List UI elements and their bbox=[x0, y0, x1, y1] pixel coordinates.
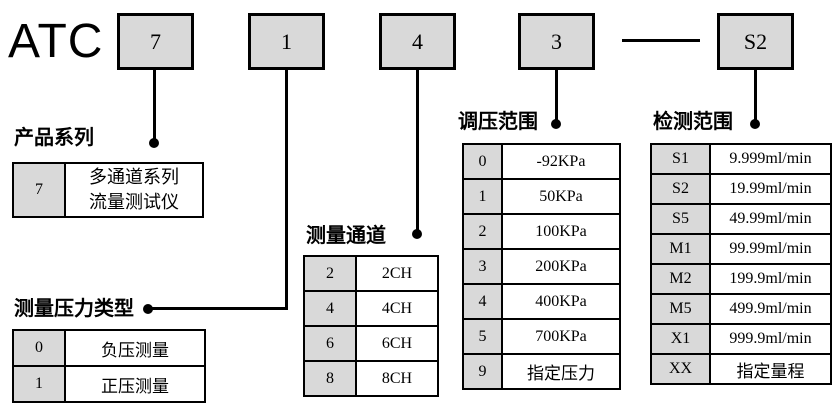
table-row: 4 400KPa bbox=[462, 283, 621, 320]
desc-cell: 499.9ml/min bbox=[709, 293, 832, 325]
desc-cell: 多通道系列 流量测试仪 bbox=[64, 162, 204, 218]
code-box-series: 7 bbox=[117, 13, 194, 70]
table-row: 5 700KPa bbox=[462, 318, 621, 355]
desc-cell: 199.9ml/min bbox=[709, 263, 832, 295]
desc-cell: 400KPa bbox=[501, 283, 621, 320]
desc-cell: 99.99ml/min bbox=[709, 233, 832, 265]
table-row: 9 指定压力 bbox=[462, 353, 621, 390]
connector-dot-channels bbox=[412, 229, 422, 239]
desc-cell: 负压测量 bbox=[64, 329, 206, 367]
code-box-detect-range: S2 bbox=[717, 13, 794, 70]
code-cell: 1 bbox=[462, 178, 503, 215]
table-row: 1 正压测量 bbox=[12, 365, 206, 403]
desc-cell: 指定量程 bbox=[709, 353, 832, 385]
table-row: 6 6CH bbox=[303, 325, 439, 362]
code-cell: 3 bbox=[462, 248, 503, 285]
code-cell: M2 bbox=[650, 263, 711, 295]
table-row: 8 8CH bbox=[303, 360, 439, 397]
desc-cell: 正压测量 bbox=[64, 365, 206, 403]
code-cell: 0 bbox=[462, 143, 503, 180]
connector-dot-series bbox=[149, 138, 159, 148]
table-row: S2 19.99ml/min bbox=[650, 173, 832, 205]
desc-cell: 4CH bbox=[355, 290, 439, 327]
desc-cell: -92KPa bbox=[501, 143, 621, 180]
section-title-product-series: 产品系列 bbox=[14, 125, 94, 149]
code-cell: S1 bbox=[650, 143, 711, 175]
section-title-pressure-range: 调压范围 bbox=[458, 109, 538, 133]
code-cell: S2 bbox=[650, 173, 711, 205]
table-row: 0 -92KPa bbox=[462, 143, 621, 180]
brand-text: ATC bbox=[8, 15, 104, 68]
code-box-channels: 4 bbox=[379, 13, 456, 70]
pressure-range-table: 0 -92KPa 1 50KPa 2 100KPa 3 200KPa 4 400… bbox=[462, 143, 621, 390]
desc-cell: 999.9ml/min bbox=[709, 323, 832, 355]
table-row: 3 200KPa bbox=[462, 248, 621, 285]
desc-cell: 700KPa bbox=[501, 318, 621, 355]
channels-table: 2 2CH 4 4CH 6 6CH 8 8CH bbox=[303, 255, 439, 397]
code-cell: 4 bbox=[462, 283, 503, 320]
connector-line-pressure-type-v bbox=[285, 70, 288, 310]
desc-cell: 49.99ml/min bbox=[709, 203, 832, 235]
code-box-pressure-type: 1 bbox=[248, 13, 325, 70]
code-cell: S5 bbox=[650, 203, 711, 235]
code-cell: 7 bbox=[12, 162, 66, 218]
code-cell: M5 bbox=[650, 293, 711, 325]
section-title-channels: 测量通道 bbox=[306, 223, 386, 247]
desc-cell: 9.999ml/min bbox=[709, 143, 832, 175]
code-cell: 9 bbox=[462, 353, 503, 390]
connector-line-pressure-type-h bbox=[148, 307, 288, 310]
desc-cell: 2CH bbox=[355, 255, 439, 292]
code-cell: 5 bbox=[462, 318, 503, 355]
detect-range-table: S1 9.999ml/min S2 19.99ml/min S5 49.99ml… bbox=[650, 143, 832, 385]
section-title-pressure-type: 测量压力类型 bbox=[14, 296, 134, 320]
connector-dot-pressure-type bbox=[143, 304, 153, 314]
table-row: 7 多通道系列 流量测试仪 bbox=[12, 162, 204, 218]
desc-cell: 50KPa bbox=[501, 178, 621, 215]
table-row: M5 499.9ml/min bbox=[650, 293, 832, 325]
code-cell: M1 bbox=[650, 233, 711, 265]
code-cell: 2 bbox=[303, 255, 357, 292]
table-row: 1 50KPa bbox=[462, 178, 621, 215]
connector-line-detect-range bbox=[754, 70, 757, 121]
desc-cell: 100KPa bbox=[501, 213, 621, 250]
code-cell: XX bbox=[650, 353, 711, 385]
desc-cell: 19.99ml/min bbox=[709, 173, 832, 205]
table-row: S1 9.999ml/min bbox=[650, 143, 832, 175]
table-row: XX 指定量程 bbox=[650, 353, 832, 385]
table-row: 0 负压测量 bbox=[12, 329, 206, 367]
desc-cell: 指定压力 bbox=[501, 353, 621, 390]
code-cell: X1 bbox=[650, 323, 711, 355]
desc-cell: 8CH bbox=[355, 360, 439, 397]
product-series-table: 7 多通道系列 流量测试仪 bbox=[12, 162, 204, 218]
code-box-pressure-range: 3 bbox=[518, 13, 595, 70]
table-row: 2 2CH bbox=[303, 255, 439, 292]
connector-line-pressure-range bbox=[555, 70, 558, 121]
table-row: M1 99.99ml/min bbox=[650, 233, 832, 265]
code-cell: 0 bbox=[12, 329, 66, 367]
table-row: M2 199.9ml/min bbox=[650, 263, 832, 295]
desc-cell: 200KPa bbox=[501, 248, 621, 285]
code-cell: 8 bbox=[303, 360, 357, 397]
table-row: 4 4CH bbox=[303, 290, 439, 327]
table-row: 2 100KPa bbox=[462, 213, 621, 250]
code-separator-dash bbox=[622, 39, 700, 42]
table-row: X1 999.9ml/min bbox=[650, 323, 832, 355]
code-cell: 6 bbox=[303, 325, 357, 362]
section-title-detect-range: 检测范围 bbox=[653, 109, 733, 133]
code-cell: 2 bbox=[462, 213, 503, 250]
connector-dot-detect-range bbox=[750, 119, 760, 129]
code-cell: 4 bbox=[303, 290, 357, 327]
table-row: S5 49.99ml/min bbox=[650, 203, 832, 235]
connector-dot-pressure-range bbox=[551, 119, 561, 129]
pressure-type-table: 0 负压测量 1 正压测量 bbox=[12, 329, 206, 403]
connector-line-channels bbox=[416, 70, 419, 231]
connector-line-series bbox=[153, 70, 156, 140]
code-cell: 1 bbox=[12, 365, 66, 403]
desc-cell: 6CH bbox=[355, 325, 439, 362]
